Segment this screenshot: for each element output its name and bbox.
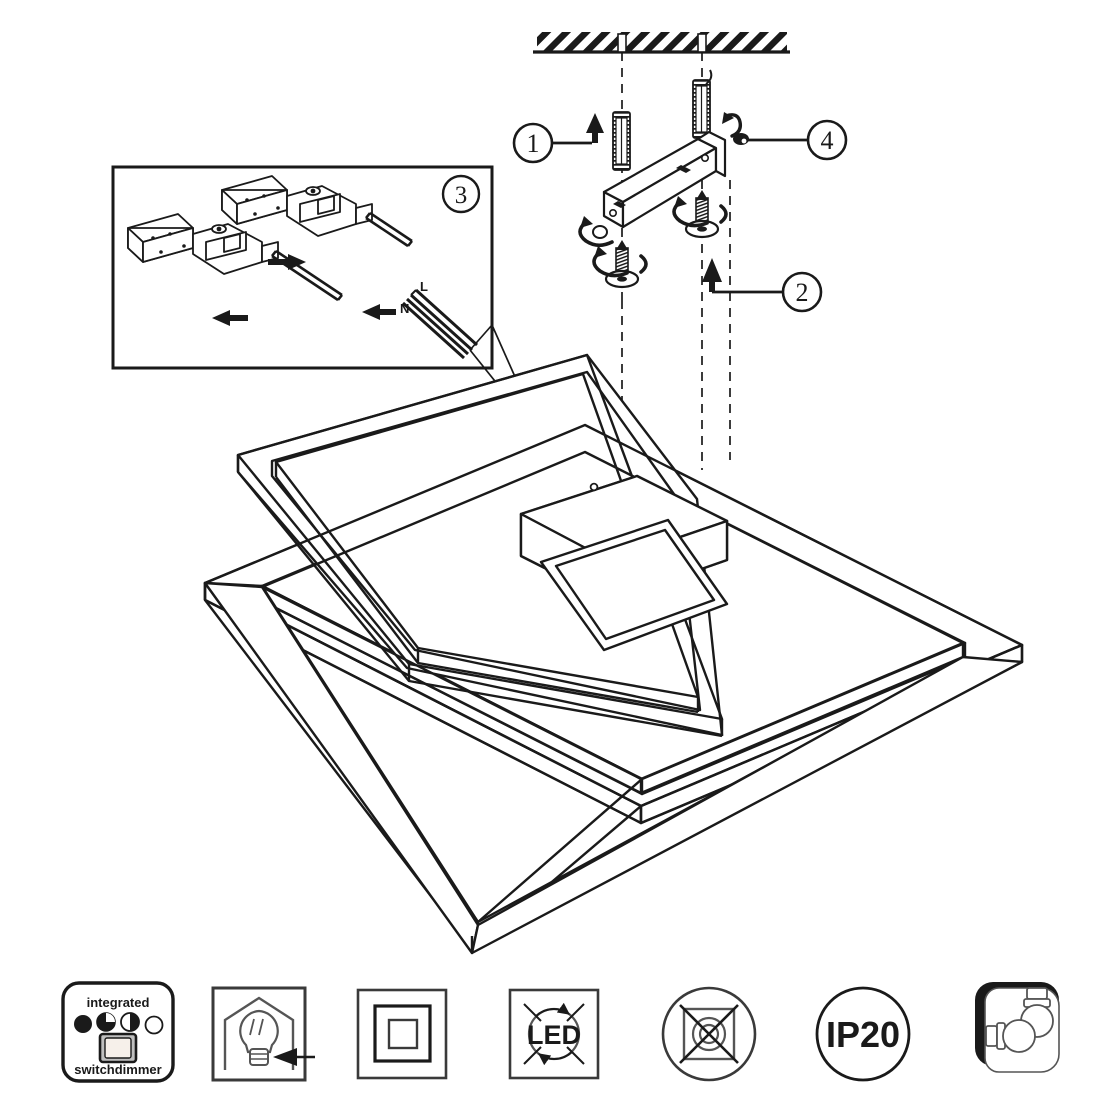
assembly-arrow-left-lower [212,310,248,326]
supply-cable [401,288,479,360]
dim-level-three-quarter [96,1012,116,1032]
assembly-arrow-left-cable [362,304,396,320]
do-not-cover-icon[interactable] [661,986,757,1082]
led-not-exchangeable-icon[interactable]: LED [508,988,600,1080]
switchdimmer-top-label: integrated [87,995,150,1010]
step-marker-3-label: 3 [455,182,468,209]
bracket-screw [722,112,749,145]
assembly-arrow-right [268,254,306,270]
terminal-block-lower [127,213,279,275]
wire-label-live: L [420,279,428,294]
wiring-detail-inset: 3 [111,165,494,370]
mounting-bracket [602,130,727,229]
icon-row: integrated switchdimmer [61,981,1060,1083]
wall-plug-left [612,111,631,171]
ip-rating-label: IP20 [826,1014,900,1055]
center-diffuser [539,518,729,652]
step-marker-4-label: 4 [821,126,834,155]
screw-bracket-left [578,216,614,248]
wall-and-ceiling-mountable-icon[interactable] [975,982,1060,1073]
lower-frame-left-leg [203,581,1024,955]
step-marker-4: 4 [748,119,848,161]
ceiling-slab [533,32,790,54]
indoor-use-icon[interactable] [211,986,315,1082]
integrated-switchdimmer-icon[interactable]: integrated switchdimmer [61,981,175,1083]
led-label: LED [527,1020,581,1050]
wire-label-neutral: N [400,301,409,316]
wall-plug-right [692,69,713,139]
step-marker-2-label: 2 [796,278,809,307]
step-marker-2: 2 [702,258,823,313]
screw-left [592,240,648,289]
screw-right [672,190,728,239]
switchdimmer-bottom-label: switchdimmer [74,1062,161,1077]
alignment-axes [621,52,731,470]
surface-mounted-icon[interactable] [356,988,448,1080]
dim-level-half [120,1012,140,1032]
wire-upper [364,211,414,248]
ip-rating-icon[interactable]: IP20 [815,986,911,1082]
upper-frame-outline [236,353,724,738]
terminal-block-upper [221,175,373,237]
step-marker-1: 1 [512,113,604,164]
step-marker-1-label: 1 [527,129,540,158]
wall-lamp-glyph [985,1019,1036,1053]
